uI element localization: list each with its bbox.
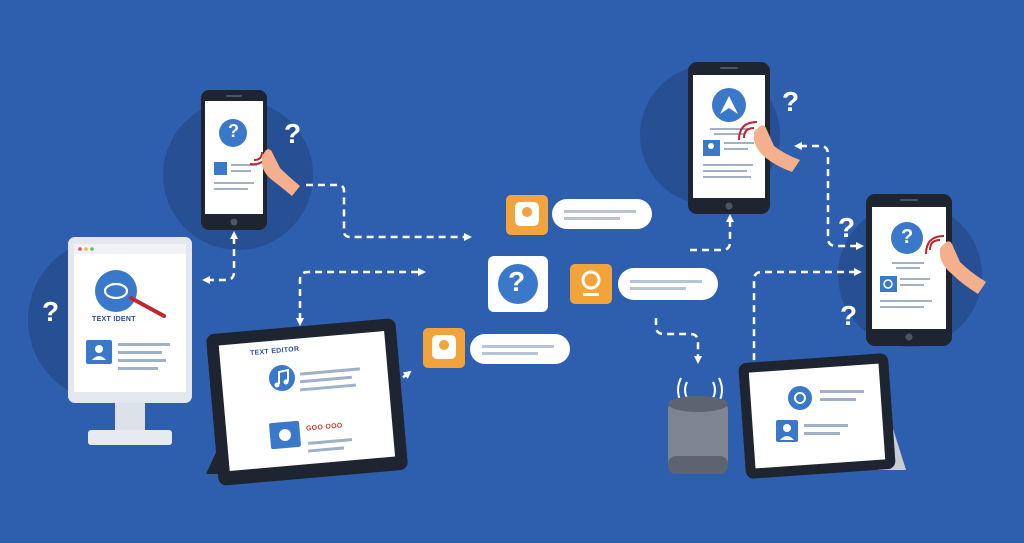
- music-note-icon: [269, 365, 295, 391]
- question-icon-glyph: ?: [508, 266, 526, 297]
- monitor-title: TEXT IDENT: [92, 316, 136, 323]
- question-mark: ?: [284, 118, 302, 149]
- connector-arrow: [296, 268, 426, 326]
- wifi-signal-icon: [743, 127, 755, 139]
- target-icon: [788, 386, 812, 410]
- play-icon: [279, 429, 291, 441]
- magnifier-icon: [129, 296, 166, 318]
- question-icon-glyph: ?: [228, 121, 239, 141]
- question-icon-glyph: ?: [901, 226, 914, 248]
- question-icon: [219, 119, 247, 147]
- hand: [940, 241, 986, 294]
- question-icon: [498, 264, 538, 304]
- target-icon: [581, 270, 601, 290]
- user-icon: [783, 424, 791, 432]
- question-mark: ?: [838, 212, 856, 243]
- question-mark: ?: [42, 296, 60, 327]
- connector-arrow: [202, 231, 238, 284]
- connector-arrow: [794, 142, 864, 250]
- hand: [754, 125, 800, 172]
- central-hub: [423, 195, 718, 368]
- connector-arrow: [654, 318, 702, 364]
- tablet-left: [206, 318, 408, 486]
- question-mark: ?: [782, 86, 800, 117]
- phone-top-right: [688, 62, 800, 214]
- hand: [262, 149, 300, 196]
- tablet-right: [738, 353, 906, 479]
- connector-arrow: [690, 214, 734, 252]
- question-icon: [891, 222, 923, 254]
- phone-right: [866, 194, 986, 346]
- user-icon: [95, 345, 103, 353]
- smart-speaker: [668, 377, 728, 474]
- wifi-signal-icon: [929, 239, 941, 251]
- connector-arrow: [306, 183, 472, 241]
- phone-top-left: [201, 90, 300, 230]
- question-mark: ?: [840, 300, 858, 331]
- desktop-monitor: [68, 237, 192, 445]
- user-icon: [708, 143, 714, 149]
